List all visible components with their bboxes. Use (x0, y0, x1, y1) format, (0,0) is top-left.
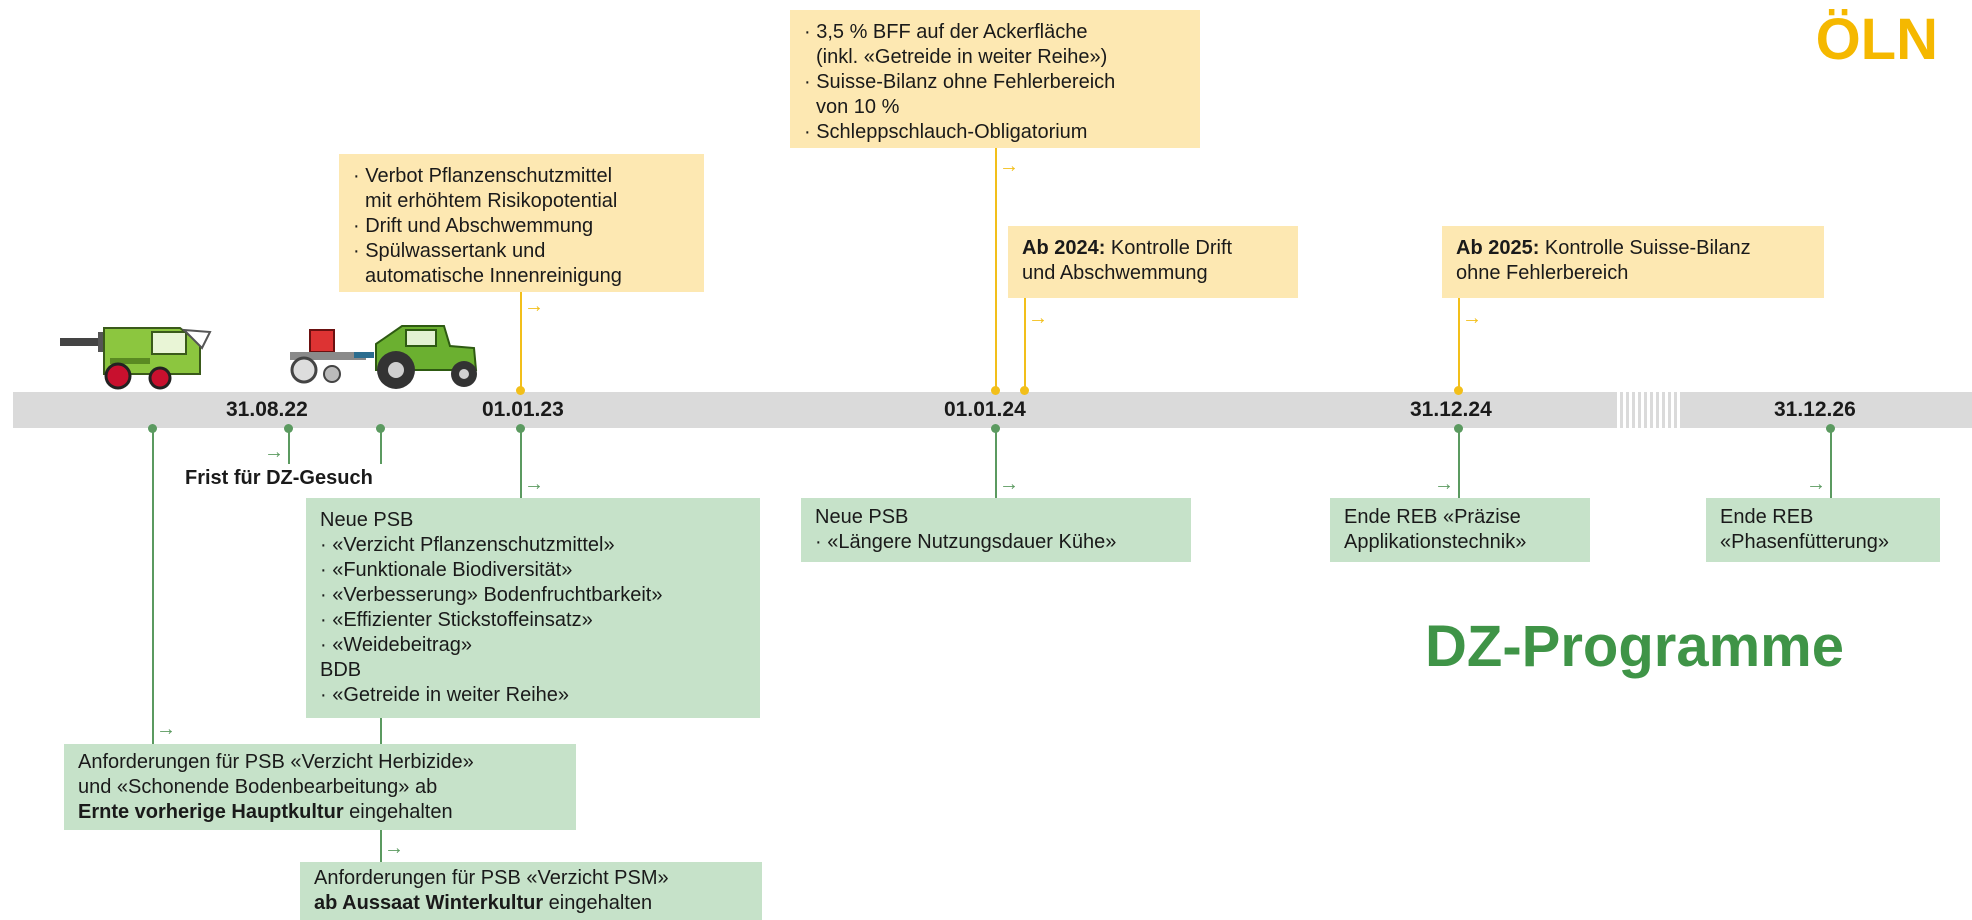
dz-2023-line: Neue PSB (320, 509, 414, 531)
dz-reb2-line: Ende REB (1720, 506, 1814, 528)
date-label-01-01-23: 01.01.23 (482, 398, 564, 421)
dz-box-ende-reb-2: Ende REB «Phasenfütterung» (1706, 498, 1940, 562)
oln-2024-line: · 3,5 % BFF auf der Ackerfläche (804, 21, 1088, 43)
oln-2023-line: · Drift und Abschwemmung (353, 215, 594, 237)
oln-ab2024-year: Ab 2024: (1022, 237, 1106, 259)
dz-reb1-line: Applikationstechnik» (1344, 531, 1527, 553)
arrow-right-icon: → (1434, 473, 1454, 495)
dz-2023-line: · «Verbesserung» Bodenfruchtbarkeit» (320, 584, 663, 606)
dz-box-anforderungen-herbizide: Anforderungen für PSB «Verzicht Herbizid… (64, 744, 576, 830)
dz-psm-line: Anforderungen für PSB «Verzicht PSM» (314, 867, 669, 889)
dz-herbizide-bold: Ernte vorherige Hauptkultur (78, 801, 344, 823)
oln-box-ab2024: Ab 2024: Kontrolle Drift und Abschwemmun… (1008, 226, 1298, 298)
dz-2023-line: BDB (320, 659, 362, 681)
dz-connector-psm-upper (380, 428, 382, 464)
dz-herbizide-line: und «Schonende Bodenbearbeitung» ab (78, 776, 438, 798)
oln-2023-line: · Spülwassertank und (353, 240, 546, 262)
oln-connector-ab2024 (1024, 298, 1026, 390)
dz-box-neue-psb-2023: Neue PSB · «Verzicht Pflanzenschutzmitte… (306, 498, 760, 718)
dz-reb2-line: «Phasenfütterung» (1720, 531, 1890, 553)
oln-2023-line: automatische Innenreinigung (365, 265, 622, 287)
dz-2023-line: · «Verzicht Pflanzenschutzmittel» (320, 534, 615, 556)
oln-ab2025-year: Ab 2025: (1456, 237, 1540, 259)
dz-2023-line: · «Weidebeitrag» (320, 634, 472, 656)
oln-connector-ab2025 (1458, 298, 1460, 390)
dz-box-ende-reb-1: Ende REB «Präzise Applikationstechnik» (1330, 498, 1590, 562)
oln-2023-line: · Verbot Pflanzenschutzmittel (353, 165, 613, 187)
dz-psm-bold: ab Aussaat Winterkultur (314, 892, 544, 914)
oln-2024-line: (inkl. «Getreide in weiter Reihe») (816, 46, 1108, 68)
oln-ab2025-text: Kontrolle Suisse-Bilanz (1539, 237, 1751, 259)
frist-dz-gesuch: Frist für DZ-Gesuch (185, 467, 373, 489)
oln-ab2025-text: ohne Fehlerbereich (1456, 262, 1629, 284)
oln-connector-2023 (520, 290, 522, 390)
oln-box-2023: · Verbot Pflanzenschutzmittel mit erhöht… (339, 154, 704, 292)
arrow-right-icon: → (1806, 473, 1826, 495)
arrow-right-icon: → (524, 473, 544, 495)
arrow-right-icon: → (524, 295, 544, 317)
dz-connector-herbizide (152, 428, 154, 744)
dz-herbizide-line: Anforderungen für PSB «Verzicht Herbizid… (78, 751, 474, 773)
oln-2024-line: · Suisse-Bilanz ohne Fehlerbereich (804, 71, 1116, 93)
dz-connector-reb1 (1458, 428, 1460, 498)
dz-programme-title: DZ-Programme (1425, 614, 1844, 679)
oln-box-ab2025: Ab 2025: Kontrolle Suisse-Bilanz ohne Fe… (1442, 226, 1824, 298)
timeline-break (1617, 392, 1683, 428)
oln-ab2024-text: und Abschwemmung (1022, 262, 1208, 284)
dz-2023-line: · «Getreide in weiter Reihe» (320, 684, 570, 706)
dz-psm-line: eingehalten (543, 892, 653, 914)
arrow-right-icon: → (1028, 307, 1048, 329)
tractor-with-seeder-icon (290, 325, 478, 389)
dz-connector-2024 (995, 428, 997, 498)
oln-marker-ab2024 (1020, 386, 1029, 395)
dz-herbizide-line: eingehalten (343, 801, 453, 823)
arrow-right-icon: → (999, 473, 1019, 495)
oln-2024-line: · Schleppschlauch-Obligatorium (804, 121, 1088, 143)
dz-2023-line: · «Effizienter Stickstoffeinsatz» (320, 609, 593, 631)
dz-connector-2023 (520, 428, 522, 498)
dz-reb1-line: Ende REB «Präzise (1344, 506, 1521, 528)
oln-title: ÖLN (1815, 7, 1938, 72)
oln-connector-2024-main (995, 148, 997, 390)
oln-ab2024-text: Kontrolle Drift (1105, 237, 1233, 259)
date-label-31-12-26: 31.12.26 (1774, 398, 1856, 421)
arrow-right-icon: → (1462, 307, 1482, 329)
dz-2024-line: Neue PSB (815, 506, 909, 528)
combine-harvester-icon (60, 327, 212, 390)
oln-2023-line: mit erhöhtem Risikopotential (365, 190, 618, 212)
arrow-right-icon: → (264, 441, 284, 463)
date-label-01-01-24: 01.01.24 (944, 398, 1026, 421)
oln-marker-2023 (516, 386, 525, 395)
oln-marker-ab2025 (1454, 386, 1463, 395)
arrow-right-icon: → (999, 155, 1019, 177)
oln-2024-line: von 10 % (816, 96, 900, 118)
dz-2023-line: · «Funktionale Biodiversität» (320, 559, 573, 581)
arrow-right-icon: → (156, 718, 176, 740)
date-label-31-12-24: 31.12.24 (1410, 398, 1492, 421)
dz-2024-line: · «Längere Nutzungsdauer Kühe» (815, 531, 1117, 553)
dz-box-neue-psb-2024: Neue PSB · «Längere Nutzungsdauer Kühe» (801, 498, 1191, 562)
date-label-31-08-22: 31.08.22 (226, 398, 308, 421)
oln-box-2024: · 3,5 % BFF auf der Ackerfläche (inkl. «… (790, 10, 1200, 148)
dz-connector-frist (288, 428, 290, 464)
arrow-right-icon: → (384, 837, 404, 859)
dz-box-anforderungen-psm: Anforderungen für PSB «Verzicht PSM» ab … (300, 862, 762, 920)
oln-marker-2024-main (991, 386, 1000, 395)
dz-connector-reb2 (1830, 428, 1832, 498)
